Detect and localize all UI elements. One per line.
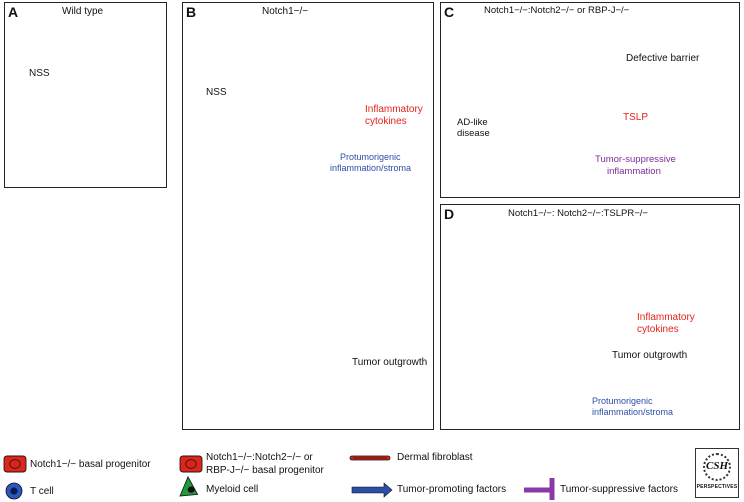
panel-c-ad-line1: AD-like — [457, 117, 488, 128]
legend-icon-double-basal — [179, 455, 203, 473]
panel-b-letter: B — [186, 4, 197, 20]
legend-notch1-basal: Notch1−/− basal progenitor — [30, 459, 151, 470]
panel-c-title: Notch1−/−:Notch2−/− or RBP-J−/− — [484, 5, 630, 16]
panel-c-letter: C — [444, 4, 455, 20]
legend-tumor-promoting: Tumor-promoting factors — [397, 484, 507, 495]
panel-b-protumor-line1: Protumorigenic — [340, 152, 401, 162]
panel-a — [4, 2, 167, 188]
csh-perspectives-logo: CSH PERSPECTIVES — [695, 448, 739, 498]
panel-c-tslp: TSLP — [623, 112, 649, 123]
panel-d-title: Notch1−/−: Notch2−/−:TSLPR−/− — [508, 208, 648, 219]
legend-icon-notch1-basal-nucleus — [9, 459, 21, 469]
legend-icon-promoting-arrow-shape — [351, 482, 393, 498]
legend-icon-myeloid-nucleus — [187, 486, 195, 493]
legend-double-basal-line2: RBP-J−/− basal progenitor — [206, 465, 324, 476]
legend-myeloid: Myeloid cell — [206, 484, 259, 495]
panel-b — [182, 2, 434, 430]
panel-c — [440, 2, 740, 198]
panel-d-protumor-line1: Protumorigenic — [592, 396, 653, 406]
legend-icon-t-cell-nucleus — [10, 487, 18, 495]
logo-text-csh: CSH — [705, 460, 728, 472]
panel-d-outgrowth: Tumor outgrowth — [612, 350, 688, 361]
panel-b-protumor-line2: inflammation/stroma — [330, 163, 412, 173]
panel-d-inflammatory: Inflammatory — [637, 312, 695, 323]
panel-c-supp-line1: Tumor-suppressive — [595, 154, 676, 165]
logo-circle — [703, 453, 731, 481]
panel-c-ad-line2: disease — [457, 128, 490, 139]
legend-icon-notch1-basal — [3, 455, 27, 473]
panel-d — [440, 204, 740, 430]
panel-c-supp-line2: inflammation — [607, 166, 661, 177]
legend-icon-promoting-arrow — [351, 482, 393, 498]
legend-t-cell: T cell — [30, 486, 54, 497]
legend-icon-double-basal-nucleus — [185, 459, 197, 469]
legend-icon-fibroblast — [349, 455, 391, 461]
legend-tumor-suppressive: Tumor-suppressive factors — [560, 484, 678, 495]
legend-icon-myeloid-body — [179, 475, 199, 497]
panel-b-title: Notch1−/− — [262, 6, 309, 17]
legend-icon-myeloid — [179, 475, 199, 497]
panel-b-inflammatory: Inflammatory — [365, 104, 423, 115]
legend-icon-double-basal-body — [179, 455, 203, 473]
legend-double-basal-line1: Notch1−/−:Notch2−/− or — [206, 452, 313, 463]
panel-d-cytokines: cytokines — [637, 324, 679, 335]
panel-b-nss: NSS — [206, 87, 227, 98]
legend-icon-notch1-basal-body — [3, 455, 27, 473]
logo-text-perspectives: PERSPECTIVES — [696, 484, 738, 490]
panel-d-letter: D — [444, 206, 455, 222]
panel-d-protumor-line2: inflammation/stroma — [592, 407, 674, 417]
legend-fibroblast: Dermal fibroblast — [397, 452, 473, 463]
panel-c-barrier: Defective barrier — [626, 53, 700, 64]
panel-a-letter: A — [8, 4, 19, 20]
legend-icon-t-cell — [5, 482, 23, 500]
panel-a-nss: NSS — [29, 68, 50, 79]
panel-b-cytokines: cytokines — [365, 116, 407, 127]
panel-b-outgrowth: Tumor outgrowth — [352, 357, 428, 368]
panel-a-title: Wild type — [62, 6, 104, 17]
